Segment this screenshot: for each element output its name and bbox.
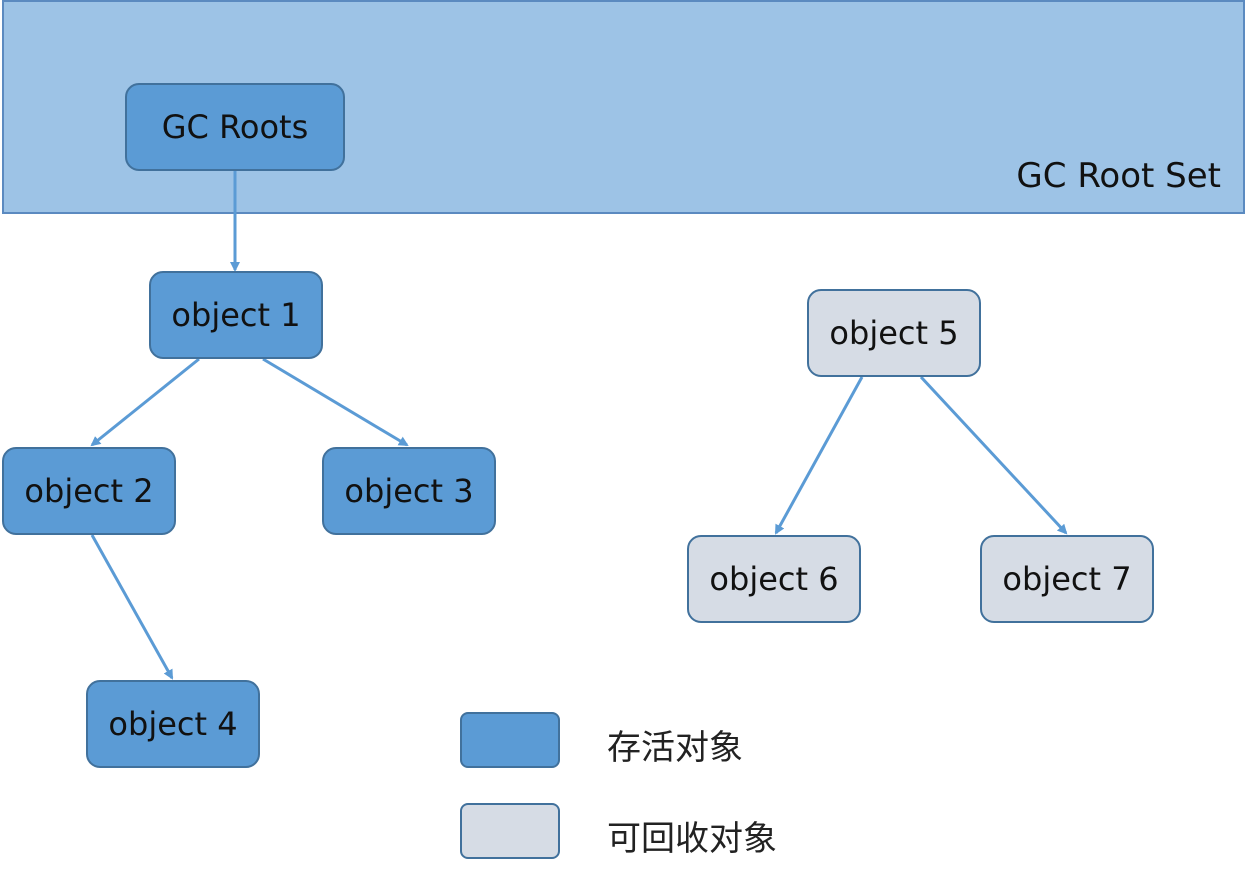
node-gc-roots: GC Roots <box>125 83 345 171</box>
edge-object1-object3 <box>262 357 409 447</box>
node-object-3-label: object 3 <box>344 472 474 510</box>
node-object-2: object 2 <box>2 447 176 535</box>
edge-object2-object4 <box>90 534 174 680</box>
node-object-1-label: object 1 <box>171 296 301 334</box>
node-object-3: object 3 <box>322 447 496 535</box>
node-gc-roots-label: GC Roots <box>161 108 309 146</box>
node-object-5-label: object 5 <box>829 314 959 352</box>
edge-object5-object6 <box>774 376 864 535</box>
node-object-6: object 6 <box>687 535 861 623</box>
node-object-6-label: object 6 <box>709 560 839 598</box>
node-object-2-label: object 2 <box>24 472 154 510</box>
node-object-5: object 5 <box>807 289 981 377</box>
legend-label-collectable: 可回收对象 <box>607 819 777 859</box>
legend-label-alive: 存活对象 <box>607 728 743 768</box>
node-object-1: object 1 <box>149 271 323 359</box>
edge-object1-object2 <box>90 357 200 447</box>
gc-root-set-label: GC Root Set <box>1016 156 1221 196</box>
edge-object5-object7 <box>919 375 1068 535</box>
node-object-7-label: object 7 <box>1002 560 1132 598</box>
legend-swatch-collectable <box>460 803 560 859</box>
node-object-4-label: object 4 <box>108 705 238 743</box>
node-object-7: object 7 <box>980 535 1154 623</box>
node-object-4: object 4 <box>86 680 260 768</box>
legend-swatch-alive <box>460 712 560 768</box>
